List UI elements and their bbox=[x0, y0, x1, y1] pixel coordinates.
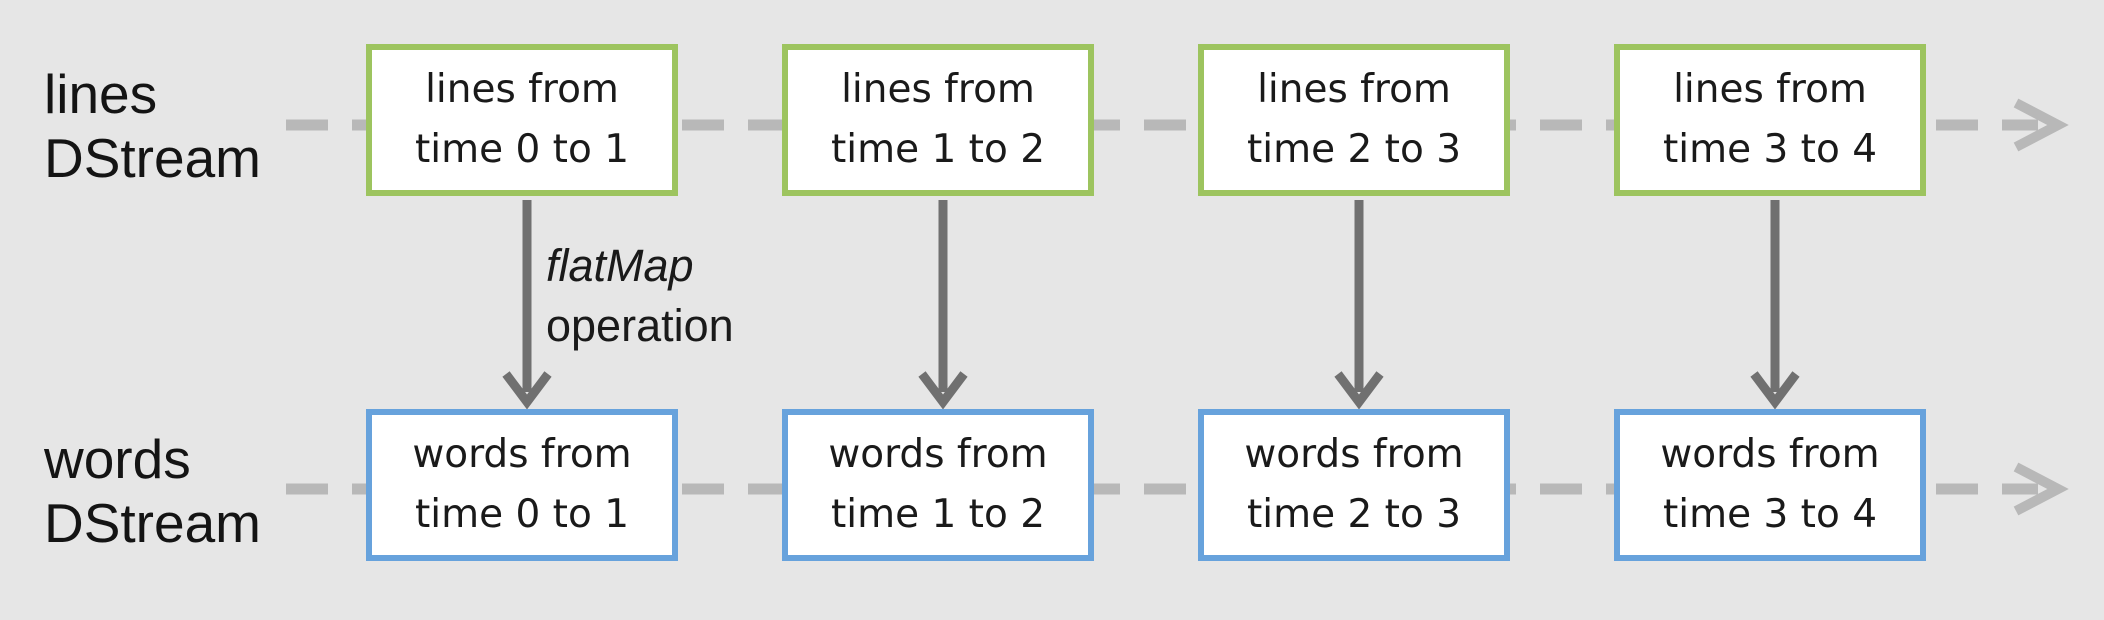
lines-rdd-box-2: lines from time 2 to 3 bbox=[1198, 44, 1510, 196]
words-box-0-line1: words from bbox=[412, 432, 632, 477]
lines-box-1-line1: lines from bbox=[841, 67, 1035, 112]
operation-suffix: operation bbox=[546, 300, 734, 351]
words-rdd-box-3: words from time 3 to 4 bbox=[1614, 409, 1926, 561]
lines-box-0-line2: time 0 to 1 bbox=[414, 127, 630, 172]
lines-box-2-line2: time 2 to 3 bbox=[1246, 127, 1462, 172]
words-label-line1: words bbox=[44, 428, 191, 490]
lines-rdd-box-1: lines from time 1 to 2 bbox=[782, 44, 1094, 196]
flatmap-arrow-1 bbox=[918, 200, 968, 410]
lines-label-line1: lines bbox=[44, 63, 158, 125]
words-rdd-box-1: words from time 1 to 2 bbox=[782, 409, 1094, 561]
words-box-3-line1: words from bbox=[1660, 432, 1880, 477]
lines-label-line2: DStream bbox=[44, 127, 261, 189]
lines-box-2-line1: lines from bbox=[1257, 67, 1451, 112]
lines-box-0-line1: lines from bbox=[425, 67, 619, 112]
words-label-line2: DStream bbox=[44, 492, 261, 554]
words-rdd-box-0: words from time 0 to 1 bbox=[366, 409, 678, 561]
words-box-2-line2: time 2 to 3 bbox=[1246, 492, 1462, 537]
lines-dstream-label: lines DStream bbox=[44, 62, 261, 190]
lines-box-3-line2: time 3 to 4 bbox=[1662, 127, 1878, 172]
words-box-2-line1: words from bbox=[1244, 432, 1464, 477]
operation-name: flatMap bbox=[546, 240, 694, 291]
words-dstream-label: words DStream bbox=[44, 427, 261, 555]
words-box-1-line1: words from bbox=[828, 432, 1048, 477]
flatmap-arrow-0 bbox=[502, 200, 552, 410]
words-stream-arrowhead bbox=[2013, 462, 2069, 516]
words-rdd-box-2: words from time 2 to 3 bbox=[1198, 409, 1510, 561]
lines-box-3-line1: lines from bbox=[1673, 67, 1867, 112]
words-box-1-line2: time 1 to 2 bbox=[830, 492, 1046, 537]
flatmap-arrow-2 bbox=[1334, 200, 1384, 410]
lines-rdd-box-0: lines from time 0 to 1 bbox=[366, 44, 678, 196]
words-box-3-line2: time 3 to 4 bbox=[1662, 492, 1878, 537]
lines-rdd-box-3: lines from time 3 to 4 bbox=[1614, 44, 1926, 196]
words-box-0-line2: time 0 to 1 bbox=[414, 492, 630, 537]
lines-box-1-line2: time 1 to 2 bbox=[830, 127, 1046, 172]
operation-label: flatMap operation bbox=[546, 236, 734, 356]
flatmap-arrow-3 bbox=[1750, 200, 1800, 410]
lines-stream-arrowhead bbox=[2013, 98, 2069, 152]
